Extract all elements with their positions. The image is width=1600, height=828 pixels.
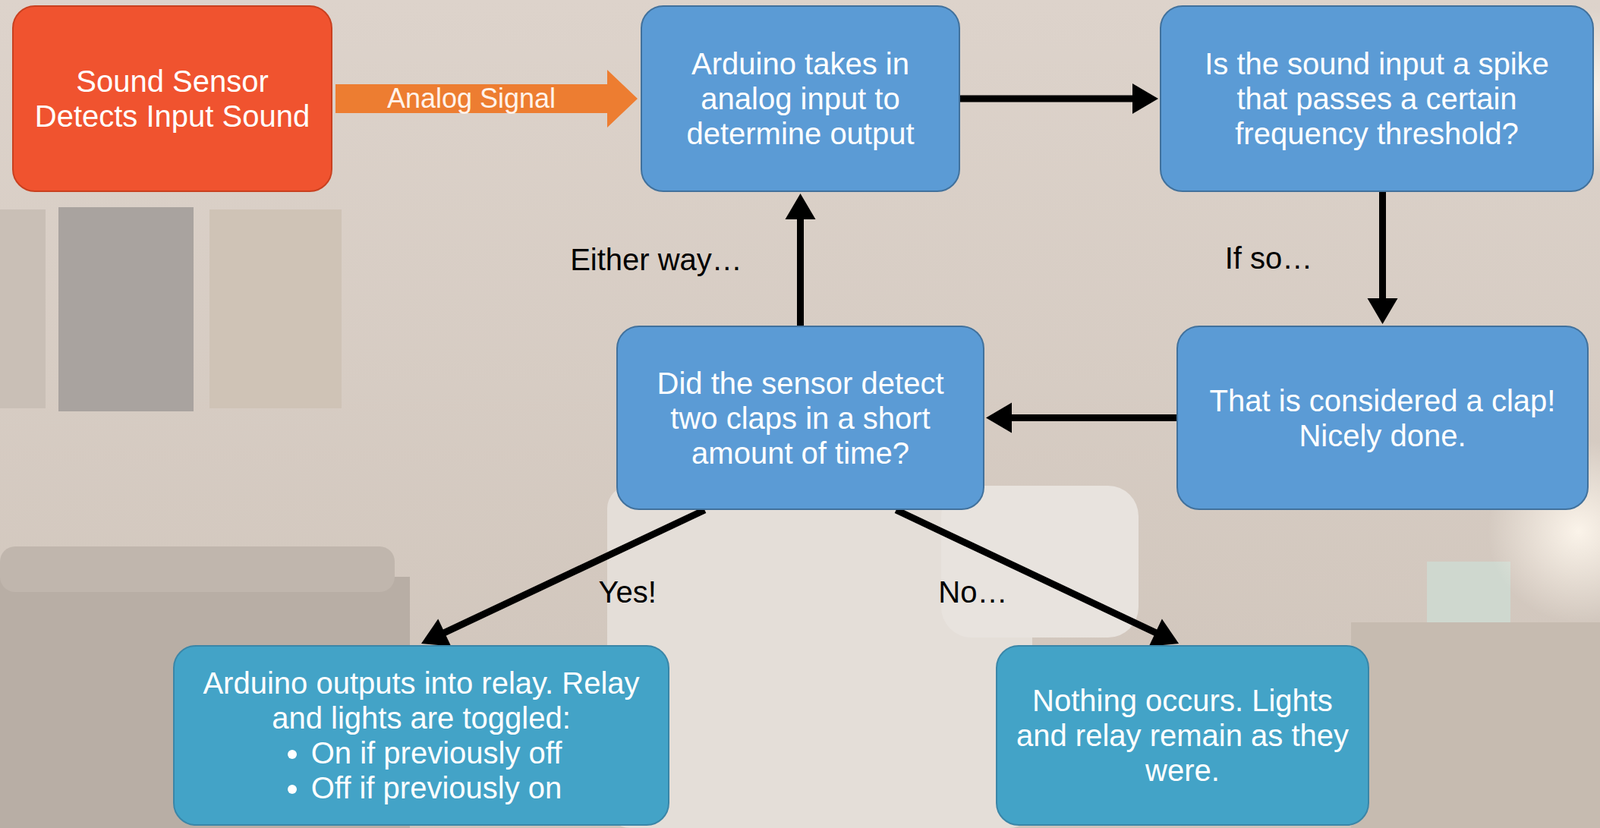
edge-label: If so…	[1225, 240, 1314, 276]
bullet-list: On if previously offOff if previously on	[280, 735, 563, 806]
connector-line	[796, 217, 804, 326]
process-box: Arduino takes in analog input to determi…	[640, 5, 961, 193]
connector-line	[960, 95, 1134, 103]
connector-line	[896, 510, 1158, 634]
arrow-head	[1367, 298, 1399, 325]
arrow-head	[785, 193, 816, 220]
decision-box: Is the sound input a spike that passes a…	[1159, 5, 1594, 193]
arrow-head	[985, 403, 1012, 434]
connector-line	[443, 510, 705, 634]
input-box: Sound Sensor Detects Input Sound	[12, 5, 333, 193]
flow-arrow	[960, 83, 1159, 114]
signal-arrow-shape	[335, 69, 638, 128]
box-text: That is considered a clap! Nicely done.	[1194, 383, 1571, 454]
connector-line	[1379, 192, 1386, 300]
edge-label: No…	[938, 574, 1008, 610]
edge-label: Either way…	[570, 242, 743, 278]
decision-box: Did the sensor detect two claps in a sho…	[616, 325, 985, 511]
box-text: Is the sound input a spike that passes a…	[1177, 46, 1576, 152]
outcome-box: Arduino outputs into relay. Relay and li…	[173, 645, 670, 826]
signal-arrow	[335, 69, 638, 128]
box-text: Did the sensor detect two claps in a sho…	[634, 365, 967, 471]
connector-line	[1010, 414, 1177, 422]
box-text: Sound Sensor Detects Input Sound	[30, 63, 315, 134]
flow-arrow	[896, 510, 1179, 647]
box-text: Nothing occurs. Lights and relay remain …	[1014, 683, 1352, 788]
flow-arrow	[985, 403, 1177, 434]
outcome-box: Nothing occurs. Lights and relay remain …	[995, 645, 1370, 826]
flow-arrow	[785, 193, 816, 326]
signal-label: Analog Signal	[387, 82, 556, 114]
process-box: That is considered a clap! Nicely done.	[1176, 325, 1589, 511]
box-text: Arduino takes in analog input to determi…	[658, 46, 942, 152]
flow-arrow	[421, 510, 705, 647]
flow-arrow	[1367, 192, 1399, 325]
box-text: Arduino outputs into relay. Relay and li…	[191, 665, 652, 736]
arrow-head	[1132, 83, 1159, 114]
edge-label: Yes!	[598, 574, 657, 610]
bullet-item: On if previously off	[311, 735, 563, 771]
bullet-item: Off if previously on	[311, 770, 563, 806]
